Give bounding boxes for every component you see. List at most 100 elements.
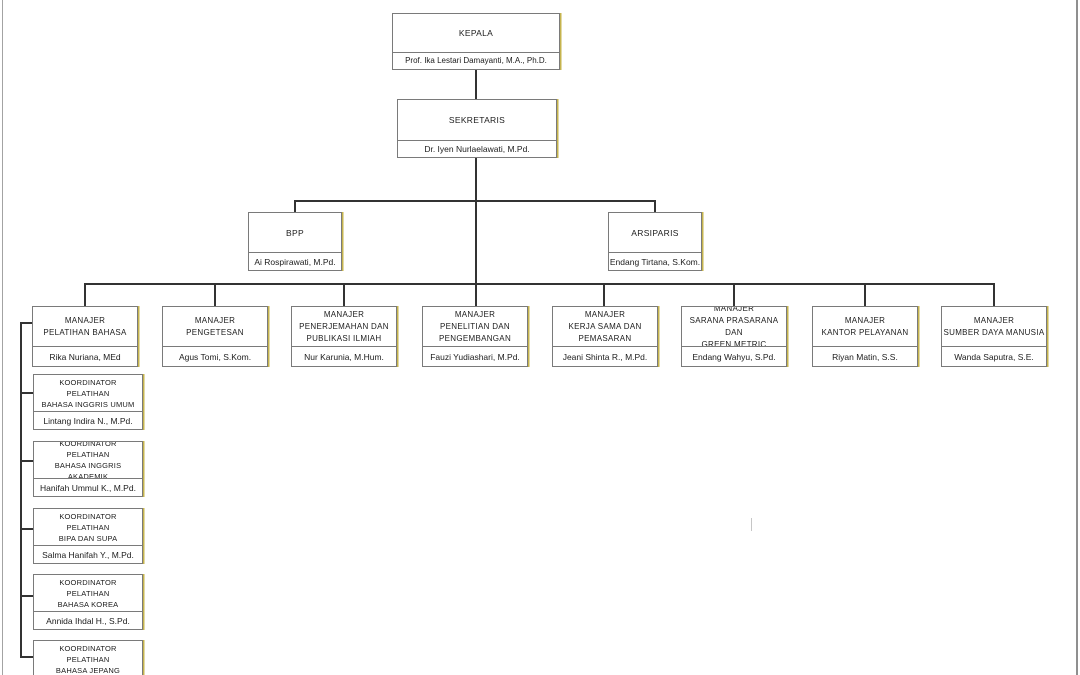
node-title-line: MANAJER bbox=[713, 307, 755, 313]
org-node-manager-pelatihan-bahasa: MANAJER PELATIHAN BAHASA Rika Nuriana, M… bbox=[32, 306, 138, 367]
node-title-line: SARANA PRASARANA DAN bbox=[689, 315, 779, 337]
connector-kepala-sekretaris bbox=[475, 70, 477, 99]
node-title-line: SUMBER DAYA MANUSIA bbox=[943, 327, 1045, 337]
connector-bpp-stub bbox=[294, 200, 296, 212]
connector-koordinator-1-stub bbox=[21, 392, 33, 394]
node-title-line: PELATIHAN bbox=[66, 388, 110, 398]
org-node-manager-pengetesan: MANAJER PENGETESAN Agus Tomi, S.Kom. bbox=[162, 306, 268, 367]
node-person-name: Riyan Matin, S.S. bbox=[813, 346, 917, 366]
node-title-line: SEKRETARIS bbox=[448, 115, 506, 126]
node-title-line: BIPA DAN SUPA bbox=[58, 533, 118, 543]
node-title-line: KEPALA bbox=[458, 27, 494, 38]
node-title-line: PELATIHAN bbox=[66, 450, 110, 460]
node-title-line: KOORDINATOR bbox=[59, 577, 117, 587]
connector-manager-5-stub bbox=[603, 283, 605, 306]
node-title: ARSIPARIS bbox=[609, 213, 701, 252]
node-title-line: BAHASA KOREA bbox=[57, 599, 119, 609]
connector-rail-top-stub bbox=[20, 322, 33, 324]
node-title: MANAJER SARANA PRASARANA DAN GREEN METRI… bbox=[682, 307, 786, 346]
node-title-line: KOORDINATOR bbox=[59, 643, 117, 653]
node-title: MANAJER KERJA SAMA DAN PEMASARAN bbox=[553, 307, 657, 346]
node-person-name: Nur Karunia, M.Hum. bbox=[292, 346, 396, 366]
node-title: MANAJER PENELITIAN DAN PENGEMBANGAN bbox=[423, 307, 527, 346]
node-title-line: KERJA SAMA DAN bbox=[568, 321, 642, 331]
org-node-bpp: BPP Ai Rospirawati, M.Pd. bbox=[248, 212, 342, 271]
node-title-line: PEMASARAN bbox=[578, 333, 632, 343]
connector-sekretaris-main-vertical bbox=[475, 158, 477, 306]
org-node-manager-kantor-pelayanan: MANAJER KANTOR PELAYANAN Riyan Matin, S.… bbox=[812, 306, 918, 367]
node-title-line: PENELITIAN DAN bbox=[440, 321, 510, 331]
text-cursor-artifact bbox=[751, 518, 752, 531]
node-title-line: GREEN METRIC bbox=[701, 339, 767, 347]
node-title: BPP bbox=[249, 213, 341, 252]
connector-manager-1-stub bbox=[84, 283, 86, 306]
node-title-line: MANAJER bbox=[844, 315, 886, 325]
org-node-koordinator-inggris-akademik: KOORDINATOR PELATIHAN BAHASA INGGRIS AKA… bbox=[33, 441, 143, 497]
node-person-name: Prof. Ika Lestari Damayanti, M.A., Ph.D. bbox=[393, 51, 559, 69]
connector-koordinator-rail bbox=[20, 322, 22, 658]
node-title: SEKRETARIS bbox=[398, 100, 556, 140]
node-person-name: Salma Hanifah Y., M.Pd. bbox=[34, 545, 142, 563]
node-person-name: Rika Nuriana, MEd bbox=[33, 346, 137, 366]
org-node-koordinator-inggris-umum: KOORDINATOR PELATIHAN BAHASA INGGRIS UMU… bbox=[33, 374, 143, 430]
node-title-line: MANAJER bbox=[973, 315, 1015, 325]
node-title-line: MANAJER bbox=[194, 315, 236, 325]
node-title: MANAJER PENGETESAN bbox=[163, 307, 267, 346]
org-node-koordinator-bipa-supa: KOORDINATOR PELATIHAN BIPA DAN SUPA Salm… bbox=[33, 508, 143, 564]
node-title: KEPALA bbox=[393, 14, 559, 52]
org-node-manager-sarana-prasarana: MANAJER SARANA PRASARANA DAN GREEN METRI… bbox=[681, 306, 787, 367]
node-title-line: BAHASA INGGRIS UMUM bbox=[41, 399, 135, 409]
org-node-koordinator-bahasa-jepang: KOORDINATOR PELATIHAN BAHASA JEPANG bbox=[33, 640, 143, 675]
node-title-line: KOORDINATOR bbox=[59, 377, 117, 387]
node-title-line: PENGETESAN bbox=[186, 327, 244, 337]
node-title-line: PELATIHAN bbox=[66, 588, 110, 598]
connector-koordinator-5-stub bbox=[21, 656, 33, 658]
node-title: KOORDINATOR PELATIHAN BAHASA INGGRIS UMU… bbox=[34, 375, 142, 411]
connector-manager-7-stub bbox=[864, 283, 866, 306]
node-title-line: MANAJER bbox=[584, 309, 626, 319]
connector-koordinator-2-stub bbox=[21, 460, 33, 462]
node-title: KOORDINATOR PELATIHAN BAHASA JEPANG bbox=[34, 641, 142, 675]
connector-manager-2-stub bbox=[214, 283, 216, 306]
node-person-name: Fauzi Yudiashari, M.Pd. bbox=[423, 346, 527, 366]
node-title-line: PELATIHAN bbox=[66, 654, 110, 664]
org-node-manager-penerjemahan-publikasi: MANAJER PENERJEMAHAN DAN PUBLIKASI ILMIA… bbox=[291, 306, 397, 367]
node-title-line: BPP bbox=[286, 227, 304, 238]
node-person-name: Lintang Indira N., M.Pd. bbox=[34, 411, 142, 429]
org-node-sekretaris: SEKRETARIS Dr. Iyen Nurlaelawati, M.Pd. bbox=[397, 99, 557, 158]
node-title: MANAJER PENERJEMAHAN DAN PUBLIKASI ILMIA… bbox=[292, 307, 396, 346]
page-edge-left bbox=[2, 0, 3, 675]
node-person-name: Dr. Iyen Nurlaelawati, M.Pd. bbox=[398, 140, 556, 157]
node-person-name: Hanifah Ummul K., M.Pd. bbox=[34, 478, 142, 496]
node-title-line: PELATIHAN BAHASA bbox=[43, 327, 127, 337]
node-person-name: Wanda Saputra, S.E. bbox=[942, 346, 1046, 366]
node-title-line: BAHASA INGGRIS AKADEMIK bbox=[54, 461, 122, 479]
connector-manager-6-stub bbox=[733, 283, 735, 306]
connector-koordinator-3-stub bbox=[21, 528, 33, 530]
node-title-line: PELATIHAN bbox=[66, 522, 110, 532]
connector-manager-8-stub bbox=[993, 283, 995, 306]
node-title-line: KANTOR PELAYANAN bbox=[821, 327, 909, 337]
node-person-name: Endang Tirtana, S.Kom. bbox=[609, 252, 701, 270]
node-person-name: Agus Tomi, S.Kom. bbox=[163, 346, 267, 366]
org-node-arsiparis: ARSIPARIS Endang Tirtana, S.Kom. bbox=[608, 212, 702, 271]
page-edge-right bbox=[1076, 0, 1078, 675]
org-node-manager-sdm: MANAJER SUMBER DAYA MANUSIA Wanda Saputr… bbox=[941, 306, 1047, 367]
node-title: KOORDINATOR PELATIHAN BAHASA KOREA bbox=[34, 575, 142, 611]
node-title-line: ARSIPARIS bbox=[631, 227, 679, 238]
node-title-line: KOORDINATOR bbox=[59, 442, 117, 449]
node-title-line: KOORDINATOR bbox=[59, 511, 117, 521]
org-node-manager-kerjasama-pemasaran: MANAJER KERJA SAMA DAN PEMASARAN Jeani S… bbox=[552, 306, 658, 367]
node-title-line: PENGEMBANGAN bbox=[438, 333, 512, 343]
node-title: MANAJER SUMBER DAYA MANUSIA bbox=[942, 307, 1046, 346]
node-title-line: PUBLIKASI ILMIAH bbox=[306, 333, 382, 343]
node-title: KOORDINATOR PELATIHAN BAHASA INGGRIS AKA… bbox=[34, 442, 142, 478]
node-title: MANAJER KANTOR PELAYANAN bbox=[813, 307, 917, 346]
connector-bpp-arsiparis-horizontal bbox=[294, 200, 655, 202]
connector-managers-horizontal bbox=[84, 283, 994, 285]
node-title-line: MANAJER bbox=[323, 309, 365, 319]
node-title: MANAJER PELATIHAN BAHASA bbox=[33, 307, 137, 346]
node-person-name: Ai Rospirawati, M.Pd. bbox=[249, 252, 341, 270]
node-title: KOORDINATOR PELATIHAN BIPA DAN SUPA bbox=[34, 509, 142, 545]
